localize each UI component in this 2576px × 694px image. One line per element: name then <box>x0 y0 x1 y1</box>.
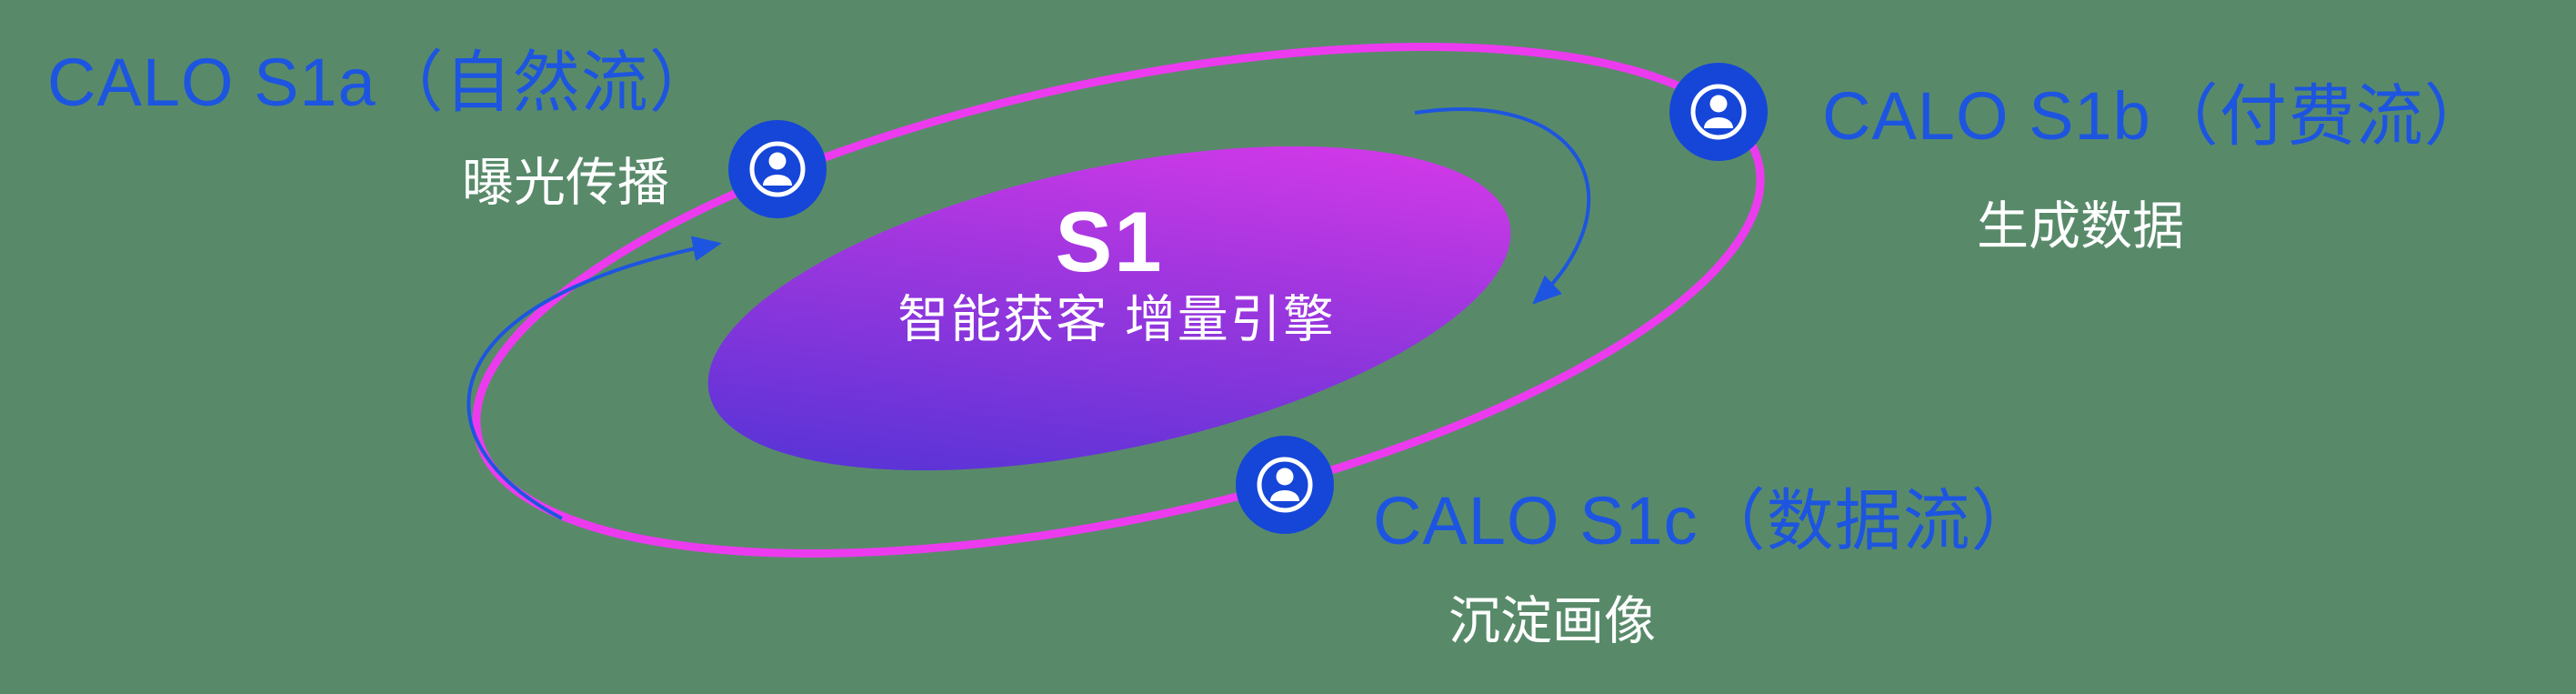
node-s1c <box>1236 436 1334 534</box>
person-icon <box>749 141 806 197</box>
node-s1b-title: CALO S1b（付费流） <box>1822 78 2492 154</box>
person-icon <box>1690 84 1747 140</box>
node-s1a-subtitle: 曝光传播 <box>462 154 669 212</box>
node-s1c-title: CALO S1c（数据流） <box>1373 483 2040 558</box>
node-s1a <box>728 120 827 218</box>
core-title: S1 <box>1055 194 1164 289</box>
node-s1b <box>1669 63 1768 161</box>
core-subtitle: 智能获客 增量引擎 <box>897 290 1336 348</box>
core-ellipse <box>707 146 1511 471</box>
flow-arrow-left <box>466 236 722 520</box>
node-s1c-subtitle: 沉淀画像 <box>1448 592 1656 650</box>
node-s1a-title: CALO S1a（自然流） <box>47 45 717 120</box>
flow-arrow-right <box>1414 107 1591 305</box>
person-icon <box>1257 457 1313 513</box>
node-s1b-subtitle: 生成数据 <box>1977 197 2184 256</box>
orbit-ring <box>472 43 1765 558</box>
